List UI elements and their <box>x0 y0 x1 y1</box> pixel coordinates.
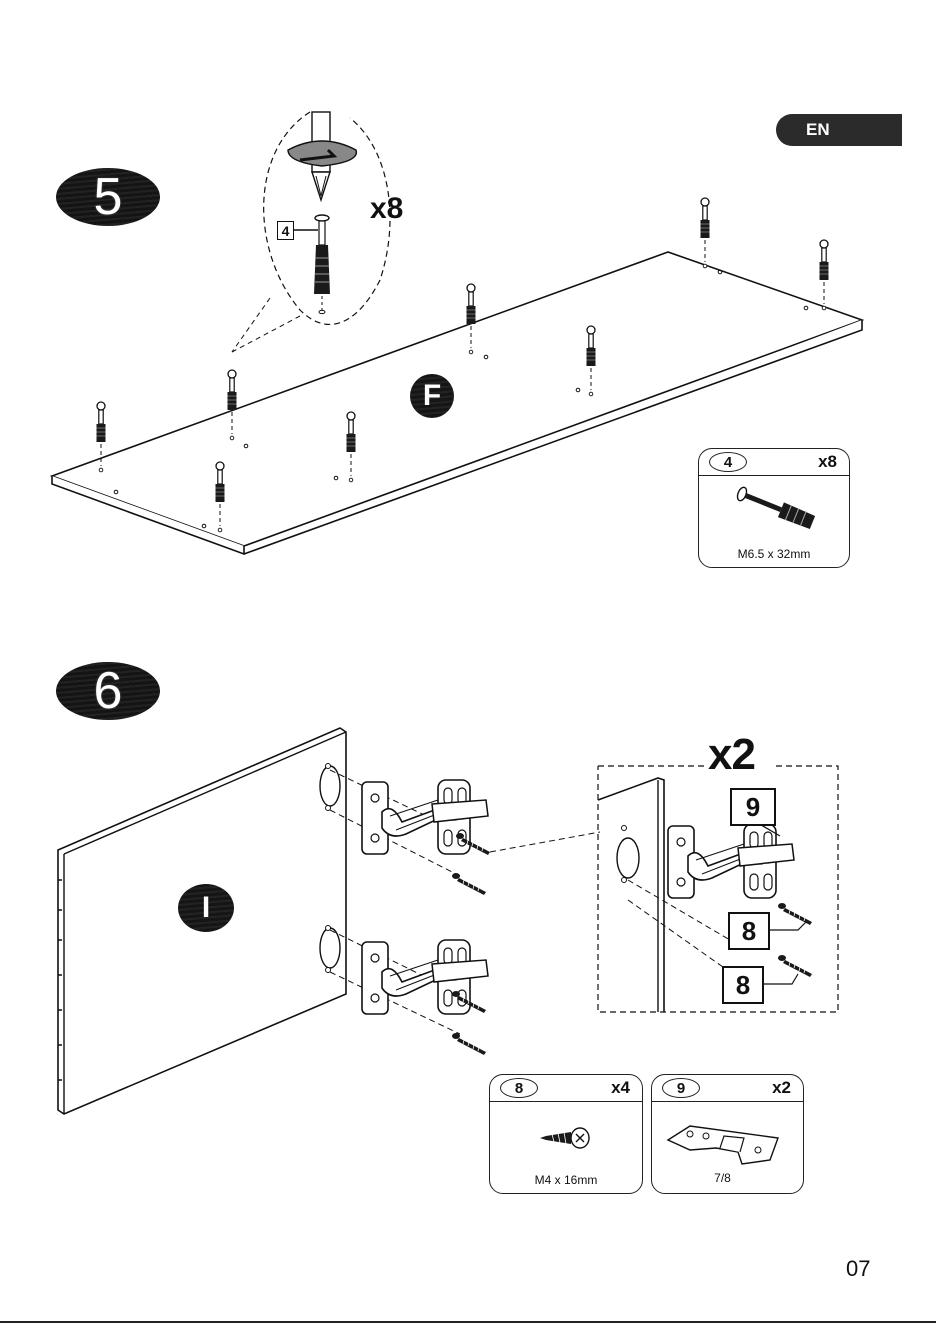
screw <box>778 955 812 977</box>
part-quantity: x4 <box>611 1078 630 1098</box>
part-id: 4 <box>709 452 747 472</box>
step-number-badge: 6 <box>56 662 160 720</box>
step-number: 5 <box>94 168 123 226</box>
part-quantity: x8 <box>818 452 837 472</box>
panel-label-badge: I <box>178 884 234 932</box>
part-spec: 7/8 <box>642 1171 803 1185</box>
language-code: EN <box>806 120 830 140</box>
panel-label: I <box>202 891 210 925</box>
hinge-callout: 9 <box>730 788 776 826</box>
panel-label: F <box>423 379 441 413</box>
page-number: 07 <box>846 1256 870 1282</box>
screw-callout: 8 <box>728 912 770 950</box>
part-quantity: x2 <box>772 1078 791 1098</box>
part-id: 9 <box>662 1078 700 1098</box>
bottom-divider <box>0 1321 936 1323</box>
part-card-hinge: 9 x2 7/8 <box>651 1074 804 1194</box>
step-number-badge: 5 <box>56 168 160 226</box>
part-card-header: 9 x2 <box>652 1075 803 1102</box>
part-spec: M6.5 x 32mm <box>699 547 849 561</box>
hinge <box>668 824 794 898</box>
cam-dowel <box>701 198 710 268</box>
screw <box>778 903 812 925</box>
callout-leader <box>762 974 798 984</box>
part-card-cam-dowel: 4 x8 M6.5 x 32mm <box>698 448 850 568</box>
language-badge: EN <box>776 114 902 146</box>
screw <box>452 873 486 895</box>
part-spec: M4 x 16mm <box>490 1173 642 1187</box>
screwdriver-detail <box>232 112 390 352</box>
callout-leader <box>766 922 806 930</box>
detail-quantity: x2 <box>708 730 755 780</box>
panel-label-badge: F <box>410 374 454 418</box>
part-reference-box: 4 <box>277 221 294 240</box>
screw <box>452 1033 486 1055</box>
cam-dowel <box>820 240 829 310</box>
part-card-screw: 8 x4 M4 x 16mm <box>489 1074 643 1194</box>
detail-quantity: x8 <box>370 192 403 226</box>
hinge-detail-frame <box>598 766 838 1012</box>
part-id: 8 <box>500 1078 538 1098</box>
step-number: 6 <box>94 662 123 720</box>
screw-callout: 8 <box>722 966 764 1004</box>
part-card-header: 4 x8 <box>699 449 849 476</box>
part-card-header: 8 x4 <box>490 1075 642 1102</box>
